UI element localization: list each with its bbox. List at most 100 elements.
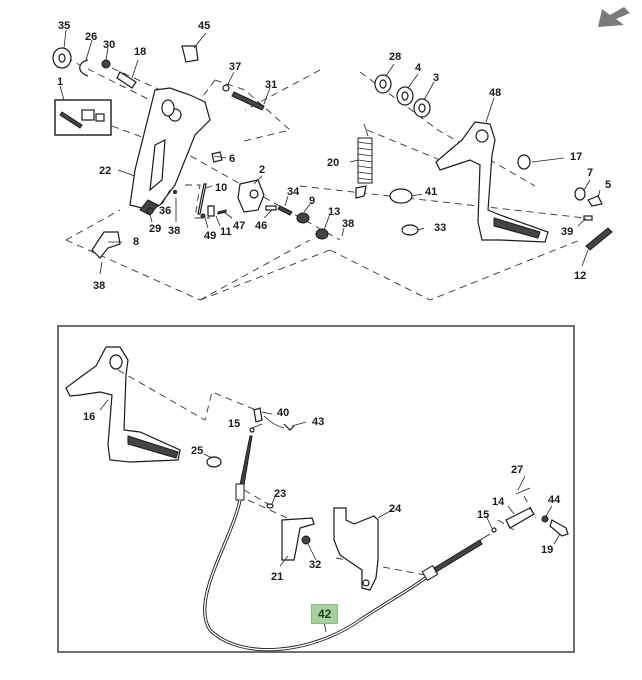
callout-38-b[interactable]: 38 (342, 218, 355, 230)
part-42-brake-cable[interactable] (203, 435, 491, 652)
part-20-spring[interactable] (355, 123, 373, 199)
part-10-rod[interactable] (197, 183, 207, 215)
callout-35[interactable]: 35 (58, 20, 71, 32)
part-27-pin[interactable] (515, 487, 531, 495)
callout-18[interactable]: 18 (134, 46, 147, 58)
callout-7[interactable]: 7 (587, 167, 594, 179)
part-15-washer[interactable] (249, 427, 255, 433)
callout-19[interactable]: 19 (541, 544, 554, 556)
assembly-line (199, 239, 581, 301)
callout-1[interactable]: 1 (57, 76, 64, 88)
part-31-bolt[interactable] (231, 91, 265, 111)
callout-14[interactable]: 14 (492, 496, 505, 508)
callout-31[interactable]: 31 (265, 79, 278, 91)
part-43-clip[interactable] (263, 415, 285, 429)
part-30-nut[interactable] (101, 59, 111, 69)
part-32-bolt[interactable] (301, 535, 311, 545)
part-12-link[interactable] (585, 227, 613, 251)
callout-30[interactable]: 30 (103, 39, 116, 51)
callout-4[interactable]: 4 (415, 62, 422, 74)
part-26-clip[interactable] (79, 59, 89, 77)
callout-15-b[interactable]: 15 (477, 509, 490, 521)
part-5-bolt[interactable] (587, 195, 603, 207)
callout-12[interactable]: 12 (574, 270, 587, 282)
part-8-bracket[interactable] (91, 231, 121, 259)
callout-9[interactable]: 9 (309, 195, 316, 207)
callout-2[interactable]: 2 (259, 164, 266, 176)
assembly-line (497, 495, 537, 531)
part-47-screw[interactable] (217, 209, 227, 215)
part-36-screw[interactable] (173, 190, 177, 194)
part-45-bracket[interactable] (181, 45, 199, 63)
part-23-clip[interactable] (266, 503, 274, 509)
callout-17[interactable]: 17 (570, 151, 583, 163)
part-48-brake-pedal[interactable] (435, 121, 549, 243)
part-1-inset-box[interactable] (54, 99, 112, 136)
callout-33[interactable]: 33 (434, 222, 447, 234)
back-arrow-button[interactable] (596, 5, 630, 29)
callout-29[interactable]: 29 (149, 223, 162, 235)
part-29-washer[interactable] (146, 207, 154, 215)
callout-44[interactable]: 44 (548, 494, 561, 506)
callout-8[interactable]: 8 (133, 236, 140, 248)
callout-11[interactable]: 11 (220, 226, 232, 238)
part-7-washer[interactable] (574, 187, 586, 201)
assembly-line (366, 129, 441, 161)
part-14-clevis[interactable] (505, 507, 535, 529)
callout-40[interactable]: 40 (277, 407, 290, 419)
part-16-brake-pedal[interactable] (65, 346, 181, 463)
part-11-clip[interactable] (207, 205, 215, 217)
part-46-pin[interactable] (265, 205, 277, 211)
callout-49[interactable]: 49 (204, 230, 217, 242)
callout-45[interactable]: 45 (198, 20, 211, 32)
part-22-pedal-mount-plate[interactable] (129, 87, 211, 211)
callout-21[interactable]: 21 (271, 571, 284, 583)
callout-3[interactable]: 3 (433, 72, 440, 84)
callout-13[interactable]: 13 (328, 206, 341, 218)
part-13-clevis[interactable] (315, 228, 329, 240)
callout-6[interactable]: 6 (229, 153, 236, 165)
part-37-washer[interactable] (222, 84, 230, 92)
callout-5[interactable]: 5 (605, 179, 612, 191)
part-6-fastener[interactable] (211, 151, 223, 163)
callout-27[interactable]: 27 (511, 464, 524, 476)
part-9-nut[interactable] (296, 212, 310, 224)
part-17-bushing[interactable] (517, 154, 531, 170)
callout-47[interactable]: 47 (233, 220, 246, 232)
callout-23[interactable]: 23 (274, 488, 287, 500)
callout-22[interactable]: 22 (99, 165, 112, 177)
callout-48[interactable]: 48 (489, 87, 502, 99)
part-40-clevis[interactable] (253, 407, 263, 423)
callout-20[interactable]: 20 (327, 157, 340, 169)
part-25-grommet[interactable] (206, 456, 222, 468)
callout-10[interactable]: 10 (215, 182, 228, 194)
part-39-pin[interactable] (583, 215, 593, 221)
callout-16[interactable]: 16 (83, 411, 96, 423)
callout-41[interactable]: 41 (425, 186, 438, 198)
callout-39[interactable]: 39 (561, 226, 574, 238)
callout-28[interactable]: 28 (389, 51, 402, 63)
part-33-plug[interactable] (401, 224, 419, 236)
callout-36[interactable]: 36 (159, 205, 172, 217)
part-15-washer-b[interactable] (491, 527, 497, 533)
callout-26[interactable]: 26 (85, 31, 98, 43)
callout-42-highlighted[interactable]: 42 (311, 604, 339, 624)
callout-38[interactable]: 38 (168, 225, 181, 237)
callout-46[interactable]: 46 (255, 220, 268, 232)
callout-38-c[interactable]: 38 (93, 280, 106, 292)
callout-43[interactable]: 43 (312, 416, 325, 428)
part-34-bolt[interactable] (277, 205, 293, 216)
callout-15[interactable]: 15 (228, 418, 241, 430)
callout-37[interactable]: 37 (229, 61, 242, 73)
callout-25[interactable]: 25 (191, 445, 204, 457)
part-21-bracket[interactable] (281, 517, 315, 561)
callout-34[interactable]: 34 (287, 186, 300, 198)
part-18-sleeve[interactable] (116, 71, 137, 89)
callout-32[interactable]: 32 (309, 559, 322, 571)
part-19-pin[interactable] (549, 519, 569, 537)
part-49-nut[interactable] (200, 213, 206, 219)
part-44-washer[interactable] (541, 515, 549, 523)
part-24-bracket[interactable] (333, 507, 379, 591)
callout-24[interactable]: 24 (389, 503, 402, 515)
part-41-plug[interactable] (389, 188, 413, 204)
